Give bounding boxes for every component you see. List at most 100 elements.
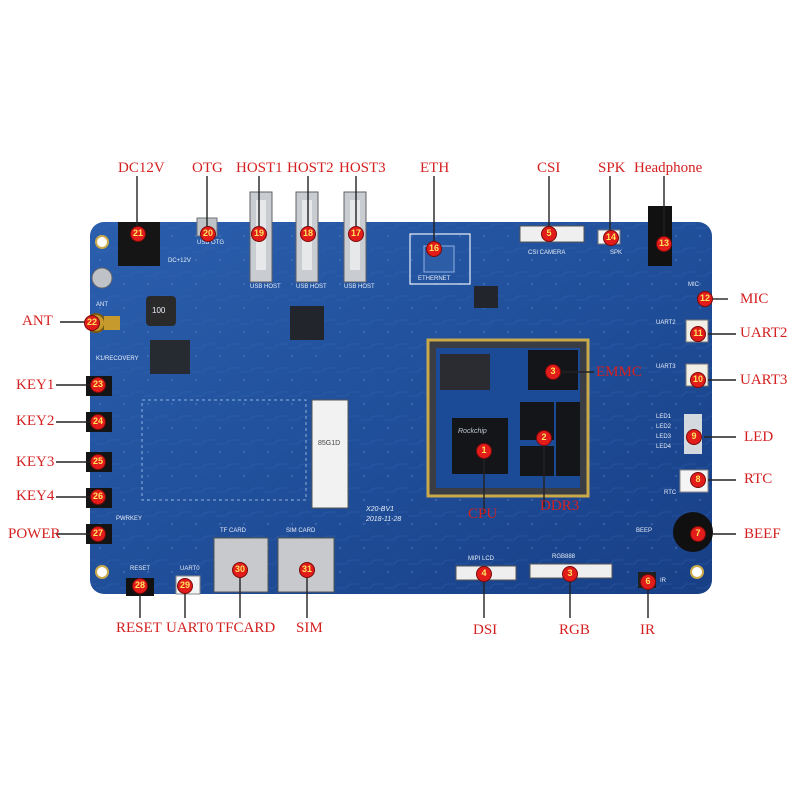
silk-uart2: UART2 — [656, 320, 676, 326]
callout-marker-key1: 23 — [90, 377, 106, 393]
silk-rgb888: RGB888 — [552, 554, 576, 560]
inductor — [146, 296, 176, 326]
callout-label-spk: SPK — [598, 160, 626, 176]
eth-phy-chip — [474, 286, 498, 308]
callout-label-eth: ETH — [420, 160, 450, 176]
callout-label-key3: KEY3 — [16, 454, 55, 470]
silk-ir: IR — [660, 578, 666, 584]
callout-label-headphone: Headphone — [634, 160, 703, 176]
callout-marker-otg: 20 — [200, 226, 216, 242]
callout-marker-eth: 16 — [426, 241, 442, 257]
callout-marker-power: 27 — [90, 526, 106, 542]
silk-csi-camera: CSI CAMERA — [528, 250, 566, 256]
silk-uart0: UART0 — [180, 566, 200, 572]
silk-usb-otg: USB OTG — [197, 240, 225, 246]
silk-led4: LED4 — [656, 444, 672, 450]
leader-lines — [56, 176, 736, 618]
silk-cpu-mark: Rockchip — [458, 428, 487, 435]
ddr3-chip-b — [520, 446, 554, 476]
callout-label-ir: IR — [640, 622, 655, 638]
callout-label-csi: CSI — [537, 160, 561, 176]
callout-marker-cpu: 1 — [476, 443, 492, 459]
eth-footprint — [409, 233, 471, 285]
callout-marker-ddr3: 2 — [536, 430, 552, 446]
callout-label-otg: OTG — [192, 160, 223, 176]
callout-marker-led: 9 — [686, 429, 702, 445]
callout-marker-key4: 26 — [90, 489, 106, 505]
ddr3-chip-c — [556, 402, 580, 476]
callout-label-host3: HOST3 — [339, 160, 386, 176]
silk-led2: LED2 — [656, 424, 672, 430]
silk-pwrkey: PWRKEY — [116, 516, 143, 522]
callout-marker-rgb: 3 — [562, 566, 578, 582]
callout-label-rtc: RTC — [744, 471, 773, 487]
callout-label-emmc: EMMC — [596, 364, 642, 380]
minipcie-socket — [311, 399, 349, 509]
callout-marker-spk: 14 — [603, 230, 619, 246]
callout-marker-key3: 25 — [90, 454, 106, 470]
callout-label-reset: RESET — [116, 620, 162, 636]
silk-reset: RESET — [130, 566, 151, 572]
callout-label-ant: ANT — [22, 313, 53, 329]
callout-label-uart2: UART2 — [740, 325, 788, 341]
callout-label-beef: BEEF — [744, 526, 781, 542]
silk-rtc: RTC — [664, 490, 677, 496]
callout-marker-emmc: 3 — [545, 364, 561, 380]
silk-recovery: K1/RECOVERY — [96, 356, 139, 362]
callout-label-mic: MIC — [740, 291, 769, 307]
mount-hole-br — [690, 565, 704, 579]
callout-label-host1: HOST1 — [236, 160, 283, 176]
silk-ethernet: ETHERNET — [418, 276, 451, 282]
callout-marker-key2: 24 — [90, 414, 106, 430]
callout-marker-dc12v: 21 — [130, 226, 146, 242]
silk-mipi-lcd: MIPI LCD — [468, 556, 495, 562]
callout-marker-uart0: 29 — [177, 578, 193, 594]
callout-label-key2: KEY2 — [16, 413, 55, 429]
callout-label-sim: SIM — [296, 620, 323, 636]
callout-marker-headphone: 13 — [656, 236, 672, 252]
callout-label-power: POWER — [8, 526, 61, 542]
silk-tf-card: TF CARD — [220, 528, 246, 534]
callout-label-host2: HOST2 — [287, 160, 334, 176]
silk-sim-card: SIM CARD — [286, 528, 316, 534]
silk-inductor: 100 — [152, 306, 166, 315]
callout-label-led: LED — [744, 429, 774, 445]
usb-hub-chip — [290, 306, 324, 340]
callout-label-key4: KEY4 — [16, 488, 55, 504]
callout-marker-tfcard: 30 — [232, 562, 248, 578]
capacitor — [91, 267, 113, 289]
silk-spk: SPK — [610, 250, 623, 256]
callout-label-tfcard: TFCARD — [216, 620, 276, 636]
silk-date: 2018-11-28 — [366, 516, 402, 523]
callout-label-dsi: DSI — [473, 622, 498, 638]
callout-marker-reset: 28 — [132, 578, 148, 594]
callout-label-rgb: RGB — [559, 622, 590, 638]
callout-marker-beef: 7 — [690, 526, 706, 542]
callout-marker-sim: 31 — [299, 562, 315, 578]
callout-marker-ir: 6 — [640, 574, 656, 590]
callout-marker-rtc: 8 — [690, 472, 706, 488]
silk-model: X20-BV1 — [366, 506, 395, 513]
callout-label-dc12v: DC12V — [118, 160, 165, 176]
silk-beep: BEEP — [636, 528, 653, 534]
callout-marker-uart2: 11 — [690, 326, 706, 342]
silk-usb-host2: USB HOST — [296, 284, 327, 290]
callout-marker-host2: 18 — [300, 226, 316, 242]
pmic-chip — [150, 340, 190, 374]
silk-ant: ANT — [96, 302, 108, 308]
silk-led3: LED3 — [656, 434, 672, 440]
callout-label-cpu: CPU — [468, 506, 498, 522]
mount-hole-tl — [95, 235, 109, 249]
silk-usb-host1: USB HOST — [250, 284, 281, 290]
callout-marker-host1: 19 — [251, 226, 267, 242]
silk-led1: LED1 — [656, 414, 672, 420]
callout-marker-dsi: 4 — [476, 566, 492, 582]
silk-slot-mark: 85G1D — [318, 440, 341, 447]
callout-label-key1: KEY1 — [16, 377, 55, 393]
callout-label-uart3: UART3 — [740, 372, 788, 388]
callout-marker-host3: 17 — [348, 226, 364, 242]
callout-marker-uart3: 10 — [690, 372, 706, 388]
silk-usb-host3: USB HOST — [344, 284, 375, 290]
